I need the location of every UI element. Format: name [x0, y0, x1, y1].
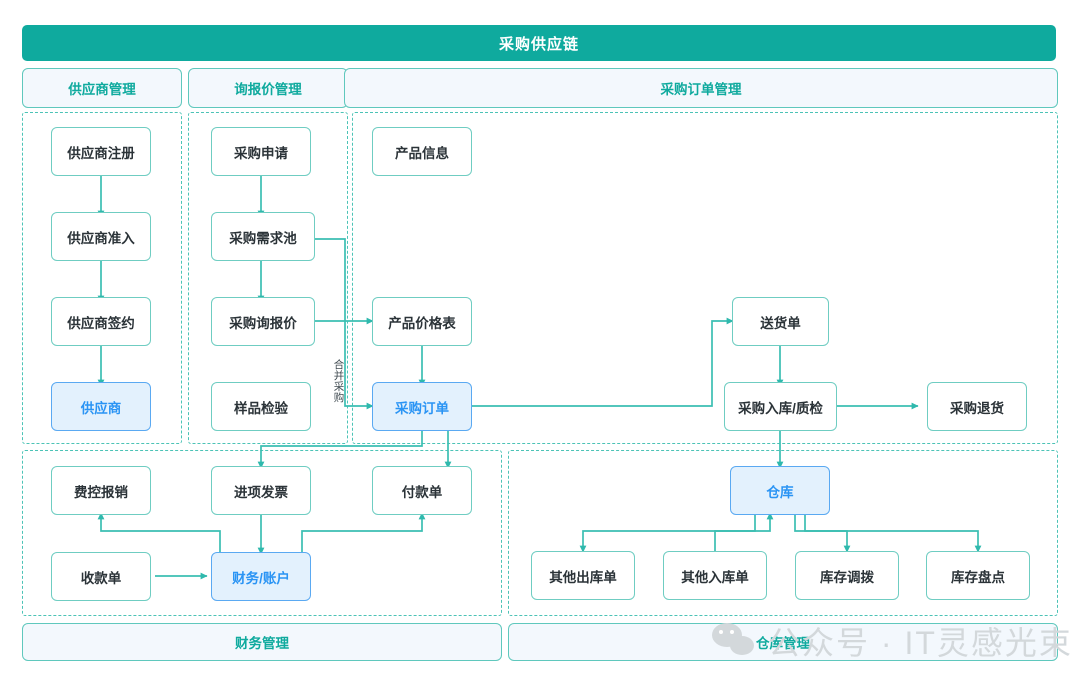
page-title: 采购供应链 [22, 25, 1056, 61]
edge-label-merge-purchase: 合并采购 [333, 359, 345, 405]
footer-warehouse-management[interactable]: 仓库管理 [508, 623, 1058, 661]
node-price-table[interactable]: 产品价格表 [372, 297, 472, 346]
node-input-invoice[interactable]: 进项发票 [211, 466, 311, 515]
node-expense-claim[interactable]: 费控报销 [51, 466, 151, 515]
node-supplier-admit[interactable]: 供应商准入 [51, 212, 151, 261]
node-purchase-return[interactable]: 采购退货 [927, 382, 1027, 431]
node-demand-pool[interactable]: 采购需求池 [211, 212, 315, 261]
node-stock-count[interactable]: 库存盘点 [926, 551, 1030, 600]
node-product-info[interactable]: 产品信息 [372, 127, 472, 176]
node-stock-transfer[interactable]: 库存调拨 [795, 551, 899, 600]
node-supplier[interactable]: 供应商 [51, 382, 151, 431]
zone-warehouse [508, 450, 1058, 616]
node-purchase-apply[interactable]: 采购申请 [211, 127, 311, 176]
node-supplier-register[interactable]: 供应商注册 [51, 127, 151, 176]
node-purchase-order[interactable]: 采购订单 [372, 382, 472, 431]
zone-supplier [22, 112, 182, 444]
column-header-purchase-order[interactable]: 采购订单管理 [344, 68, 1058, 108]
node-finance-account[interactable]: 财务/账户 [211, 552, 311, 601]
node-receipt-order[interactable]: 收款单 [51, 552, 151, 601]
column-header-inquiry[interactable]: 询报价管理 [188, 68, 348, 108]
node-delivery-note[interactable]: 送货单 [732, 297, 829, 346]
node-sample-check[interactable]: 样品检验 [211, 382, 311, 431]
column-header-supplier[interactable]: 供应商管理 [22, 68, 182, 108]
node-other-inbound[interactable]: 其他入库单 [663, 551, 767, 600]
node-warehouse[interactable]: 仓库 [730, 466, 830, 515]
node-inbound-qc[interactable]: 采购入库/质检 [724, 382, 837, 431]
node-payment-order[interactable]: 付款单 [372, 466, 472, 515]
footer-finance-management[interactable]: 财务管理 [22, 623, 502, 661]
node-other-outbound[interactable]: 其他出库单 [531, 551, 635, 600]
node-inquiry-quote[interactable]: 采购询报价 [211, 297, 315, 346]
node-supplier-sign[interactable]: 供应商签约 [51, 297, 151, 346]
